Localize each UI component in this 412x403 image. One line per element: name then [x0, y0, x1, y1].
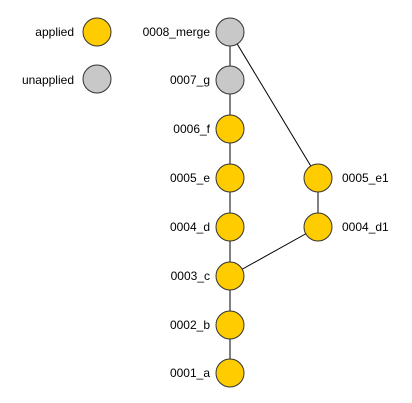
node-circle-applied	[215, 310, 245, 340]
node-circle-applied	[215, 114, 245, 144]
node-0006_f: 0006_f	[173, 114, 245, 144]
edge-0008_merge-to-0005_e1	[229, 31, 319, 179]
node-0008_merge: 0008_merge	[143, 17, 245, 47]
node-label: 0004_d	[170, 220, 210, 234]
node-0003_c: 0003_c	[171, 261, 245, 291]
legend-unapplied-label: unapplied	[22, 73, 74, 87]
node-0007_g: 0007_g	[170, 65, 245, 95]
legend-applied-swatch	[82, 17, 112, 47]
legend: applied unapplied	[22, 17, 112, 94]
node-0005_e: 0005_e	[170, 163, 245, 193]
node-label: 0008_merge	[143, 25, 211, 39]
node-label: 0007_g	[170, 73, 210, 87]
edge-0004_d1-to-0003_c	[229, 226, 319, 277]
node-circle-applied	[215, 261, 245, 291]
node-0001_a: 0001_a	[170, 358, 245, 388]
node-circle-applied	[303, 163, 333, 193]
legend-applied: applied	[35, 17, 112, 47]
node-circle-unapplied	[215, 65, 245, 95]
node-label: 0005_e1	[342, 171, 389, 185]
legend-unapplied-swatch	[82, 64, 112, 94]
node-label: 0005_e	[170, 171, 210, 185]
legend-applied-label: applied	[35, 25, 74, 39]
node-0004_d1: 0004_d1	[303, 212, 389, 242]
node-circle-applied	[215, 358, 245, 388]
node-0002_b: 0002_b	[170, 310, 245, 340]
legend-unapplied: unapplied	[22, 64, 112, 94]
node-circle-unapplied	[215, 17, 245, 47]
node-label: 0006_f	[173, 122, 210, 136]
node-circle-applied	[215, 212, 245, 242]
node-label: 0001_a	[170, 366, 210, 380]
node-label: 0004_d1	[342, 220, 389, 234]
node-0005_e1: 0005_e1	[303, 163, 389, 193]
node-circle-applied	[215, 163, 245, 193]
nodes: 0008_merge 0007_g 0006_f 0005_e 0004_d 0003_c…	[143, 17, 389, 388]
node-label: 0002_b	[170, 318, 210, 332]
node-0004_d: 0004_d	[170, 212, 245, 242]
node-circle-applied	[303, 212, 333, 242]
node-label: 0003_c	[171, 269, 210, 283]
